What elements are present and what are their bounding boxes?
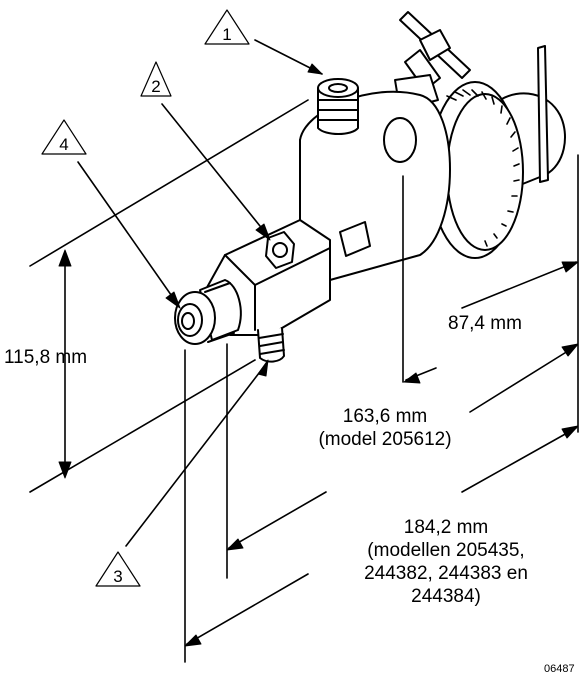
length-short-dimension-label: 87,4 mm — [448, 313, 522, 334]
callout-2-number: 2 — [151, 77, 160, 96]
callout-4-number: 4 — [59, 135, 68, 154]
callout-2 — [140, 61, 271, 241]
length-long-value: 184,2 mm — [403, 517, 489, 538]
callout-1-number: 1 — [222, 25, 231, 44]
dimension-lines — [29, 99, 579, 663]
length-long-dimension-label: 184,2 mm (modellen 205435, 244382, 24438… — [328, 516, 564, 608]
callout-3 — [95, 359, 269, 587]
length-mid-note: (model 205612) — [318, 429, 452, 450]
callout-4 — [41, 119, 181, 309]
length-mid-dimension-label: 163,6 mm (model 205612) — [300, 405, 470, 451]
callout-1 — [204, 9, 323, 75]
length-mid-value: 163,6 mm — [342, 406, 428, 427]
length-long-note-line-3: 244384) — [411, 586, 481, 607]
callout-3-number: 3 — [113, 567, 122, 586]
drawing-number: 06487 — [544, 663, 575, 675]
height-dimension-label: 115,8 mm — [4, 347, 88, 368]
length-long-note-line-1: (modellen 205435, — [367, 540, 525, 561]
length-long-note-line-2: 244382, 244383 en — [364, 563, 528, 584]
spray-gun-illustration — [174, 11, 566, 363]
